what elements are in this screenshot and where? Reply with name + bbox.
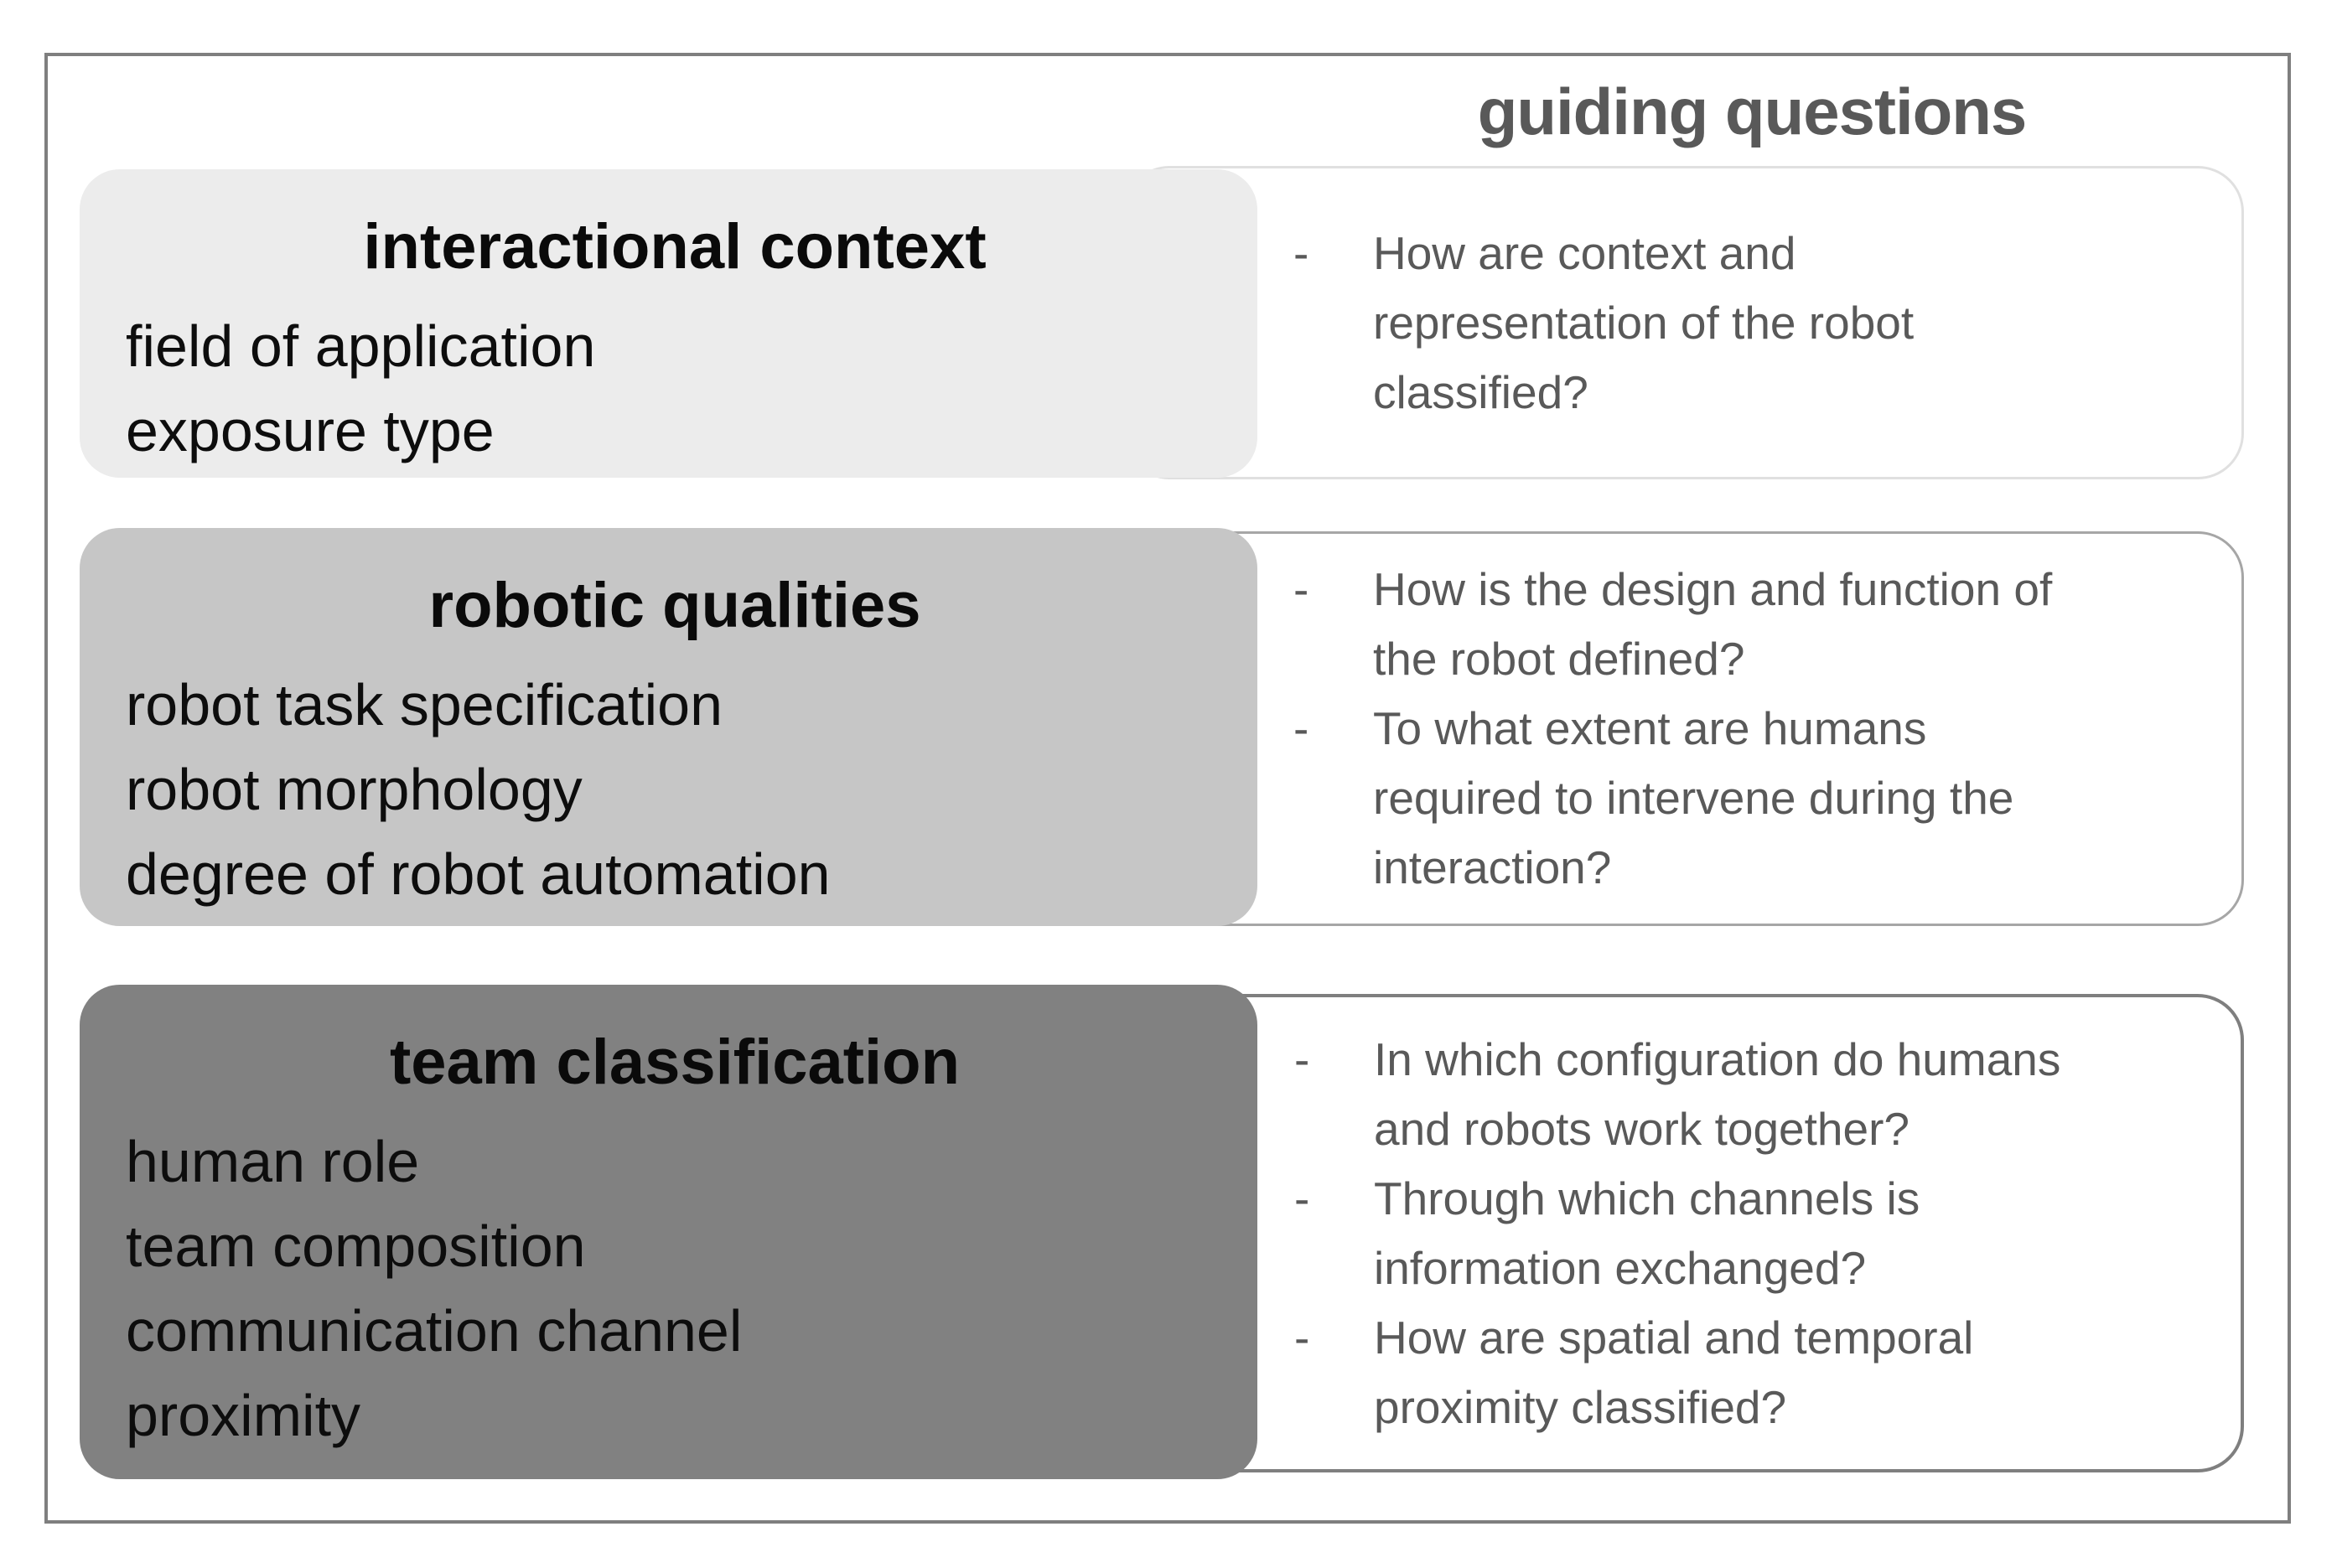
question-item: - How are spatial and temporal proximity…	[1294, 1303, 2190, 1442]
question-item: - To what extent are humans required to …	[1293, 694, 2191, 903]
category-item: field of application	[126, 313, 596, 379]
dash-bullet: -	[1293, 702, 1309, 754]
dash-bullet: -	[1294, 1311, 1310, 1364]
category-box-robotic-qualities: robotic qualities robot task specificati…	[80, 528, 1257, 926]
category-box-team-classification: team classification human role team comp…	[80, 985, 1257, 1479]
category-item: robot task specification	[126, 672, 723, 737]
category-item: proximity	[126, 1383, 361, 1448]
question-item: - How are context and representation of …	[1293, 219, 2191, 427]
category-item: communication channel	[126, 1298, 743, 1364]
category-box-interactional-context: interactional context field of applicati…	[80, 169, 1257, 478]
category-title: interactional context	[363, 211, 987, 282]
question-item: - How is the design and function of the …	[1293, 555, 2191, 694]
question-text: How is the design and function of the ro…	[1373, 563, 2053, 685]
dash-bullet: -	[1293, 226, 1309, 279]
question-item: - Through which channels is information …	[1294, 1164, 2190, 1303]
question-text: To what extent are humans required to in…	[1373, 702, 2014, 893]
category-item: exposure type	[126, 398, 495, 463]
question-item: - In which configuration do humans and r…	[1294, 1025, 2190, 1164]
question-text: How are spatial and temporal proximity c…	[1374, 1311, 1974, 1433]
question-box-team-classification: - In which configuration do humans and r…	[1123, 994, 2244, 1472]
question-text: Through which channels is information ex…	[1374, 1172, 1920, 1294]
question-text: In which configuration do humans and rob…	[1374, 1032, 2061, 1155]
category-item: team composition	[126, 1214, 586, 1279]
dash-bullet: -	[1293, 563, 1309, 615]
category-item: robot morphology	[126, 757, 583, 822]
category-title: robotic qualities	[428, 570, 921, 641]
question-box-robotic-qualities: - How is the design and function of the …	[1123, 531, 2244, 926]
category-title: team classification	[389, 1027, 961, 1098]
guiding-questions-header: guiding questions	[1477, 75, 2028, 148]
category-item: degree of robot automation	[126, 841, 831, 907]
category-item: human role	[126, 1129, 420, 1194]
dash-bullet: -	[1294, 1032, 1310, 1085]
question-box-interactional-context: - How are context and representation of …	[1123, 166, 2244, 479]
question-text: How are context and representation of th…	[1373, 226, 1915, 418]
dash-bullet: -	[1294, 1172, 1310, 1224]
